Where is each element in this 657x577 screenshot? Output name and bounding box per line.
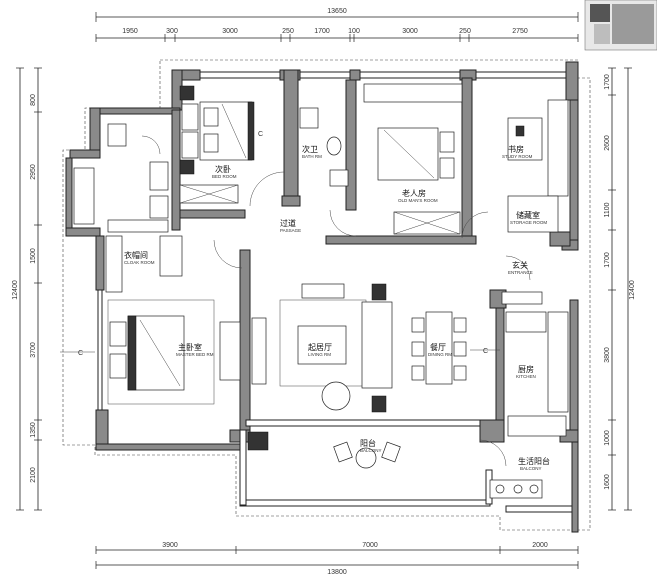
- label-kitchen: 厨房: [518, 364, 534, 374]
- label-cloak-en: CLOAK ROOM: [124, 260, 155, 265]
- bottom-dim-1: 3900: [162, 542, 178, 549]
- left-dim-1: 800: [30, 94, 37, 106]
- label-bath: 次卫: [302, 144, 318, 154]
- label-storage-en: STORAGE ROOM: [510, 220, 547, 225]
- elder-room-bed: [377, 127, 439, 181]
- bottom-dim-3: 2000: [532, 542, 548, 549]
- furniture: [73, 83, 569, 499]
- sofa: [361, 301, 393, 389]
- label-service-balcony-en: BALCONY: [520, 466, 542, 471]
- right-dim-2: 2600: [604, 135, 611, 151]
- room-labels: 次卧 BED ROOM 次卫 BATH RM 老人房 OLD MAN'S ROO…: [124, 144, 550, 471]
- left-dim-4: 3700: [30, 342, 37, 358]
- left-dim-3: 1500: [30, 248, 37, 264]
- top-dim-3: 3000: [222, 28, 238, 35]
- label-cloak: 衣帽间: [124, 250, 148, 260]
- bottom-total-dim: 13800: [327, 569, 347, 576]
- right-dim-3: 1100: [604, 202, 611, 217]
- key-plan-thumbnail: [584, 0, 657, 51]
- top-dim-2: 300: [166, 28, 178, 35]
- axis-mark-top: C: [258, 131, 263, 138]
- walls: [65, 61, 579, 533]
- label-elder-room: 老人房: [402, 188, 426, 198]
- top-dim-4: 250: [282, 28, 294, 35]
- label-master: 主卧室: [178, 342, 202, 352]
- left-total-dim: 12400: [12, 280, 19, 300]
- axis-marks: C C C: [60, 131, 500, 357]
- label-kitchen-en: KITCHEN: [516, 374, 536, 379]
- label-living-en: LIVING RM: [308, 352, 331, 357]
- top-total-dim: 13650: [327, 8, 347, 15]
- doors: [141, 135, 531, 467]
- label-living: 起居厅: [308, 343, 332, 352]
- label-entrance-en: ENTRANCE: [508, 270, 533, 275]
- label-second-bedroom: 次卧: [215, 164, 231, 174]
- top-dim-6: 100: [348, 28, 360, 35]
- axis-mark-left: C: [78, 350, 83, 357]
- label-balcony: 阳台: [360, 438, 376, 448]
- label-passage: 过道: [280, 218, 296, 228]
- top-dimensions: 13650 1950 300 3000 250 1700 100 3000 25…: [95, 8, 579, 42]
- label-dining: 餐厅: [430, 343, 446, 352]
- outer-dashed-boundary: [62, 59, 591, 531]
- top-dim-9: 2750: [512, 28, 528, 35]
- left-dim-2: 2950: [30, 164, 37, 180]
- right-dim-1: 1700: [604, 74, 611, 90]
- left-dim-5: 1350: [30, 422, 37, 438]
- label-service-balcony: 生活阳台: [518, 456, 550, 466]
- label-passage-en: PASSAGE: [280, 228, 301, 233]
- label-study: 书房: [508, 144, 524, 154]
- label-bath-en: BATH RM: [302, 154, 322, 159]
- dining-table: [425, 311, 453, 385]
- label-master-en: MASTER BED RM: [176, 352, 214, 357]
- label-balcony-en: BALCONY: [360, 448, 382, 453]
- label-storage: 储藏室: [516, 210, 540, 220]
- label-dining-en: DINING RM: [428, 352, 452, 357]
- axis-mark-right: C: [483, 348, 488, 355]
- top-dim-5: 1700: [314, 28, 330, 35]
- left-dimensions: 12400 800 2950 1500 3700 1350 2100: [12, 67, 42, 511]
- top-dim-7: 3000: [402, 28, 418, 35]
- right-dim-5: 3800: [604, 347, 611, 363]
- label-elder-room-en: OLD MAN'S ROOM: [398, 198, 438, 203]
- right-total-dim: 12400: [629, 280, 636, 300]
- bottom-dimensions: 3900 7000 2000 13800: [95, 542, 579, 576]
- right-dimensions: 1700 2600 1100 1700 3800 1000 1600 12400: [604, 67, 636, 511]
- top-dim-1: 1950: [122, 28, 138, 35]
- left-dim-6: 2100: [30, 467, 37, 483]
- right-dim-6: 1000: [604, 430, 611, 446]
- label-study-en: STUDY ROOM: [502, 154, 533, 159]
- right-dim-4: 1700: [604, 252, 611, 268]
- top-dim-8: 250: [459, 28, 471, 35]
- label-second-bedroom-en: BED ROOM: [212, 174, 237, 179]
- label-entrance: 玄关: [512, 260, 528, 270]
- right-dim-7: 1600: [604, 474, 611, 490]
- bottom-dim-2: 7000: [362, 542, 378, 549]
